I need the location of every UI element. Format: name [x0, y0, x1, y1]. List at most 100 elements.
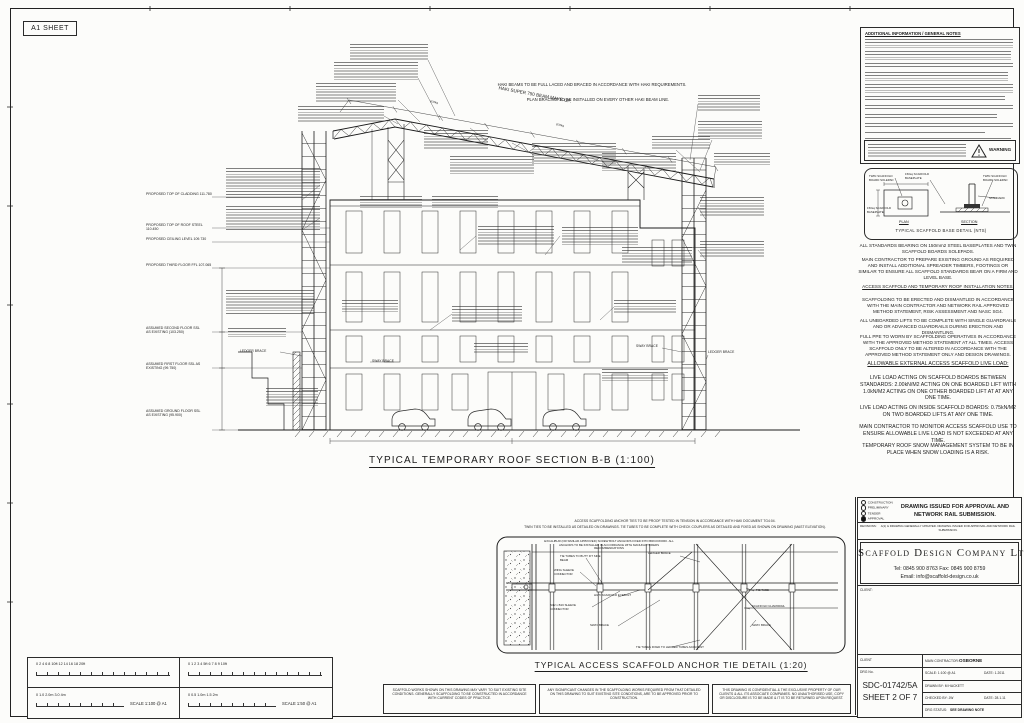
anchor-label: SWAY BRACE	[752, 623, 771, 627]
base-detail-baseplate-label: 150sq SCAFFOLD BASEPLATE	[867, 206, 892, 214]
status-statement: DRAWING ISSUED FOR APPROVAL AND NETWORK …	[900, 504, 1010, 519]
scale-bar-ruler	[188, 703, 276, 707]
drg-no-label: DRG No.	[860, 670, 874, 674]
level-label: PROPOSED TOP OF ROOF STEEL 110.450	[146, 223, 203, 232]
note-paragraph: FULL PPE TO WORN BY SCAFFOLDING OPERATIV…	[860, 334, 1016, 357]
note-paragraph: SCAFFOLDING TO BE ERECTED AND DISMANTLED…	[862, 297, 1014, 314]
anchor-label: HILTI SCAFFOLD EYEBOLT	[594, 593, 631, 597]
note-paragraph: LIVE LOAD ACTING ON SCAFFOLD BOARDS BETW…	[859, 375, 1017, 402]
warning-box: WARNING	[864, 140, 1016, 161]
note-paragraph: MAIN CONTRACTOR TO PREPARE EXISTING GROU…	[858, 257, 1018, 280]
sheet-format-label: A1 SHEET	[31, 25, 69, 32]
scale-bar-ruler	[36, 703, 124, 707]
note-paragraph: ALL STANDARDS BEARING ON 150mm2 STEEL BA…	[859, 243, 1017, 254]
anchor-label: TIE TUBES TO BUTT FIT SIDE BEAM	[560, 554, 601, 562]
radio-icon	[861, 510, 867, 517]
scale-bar-scale-label: SCALE 1:100 @ A1	[130, 701, 167, 706]
date-label: DATE: 1.2011	[984, 671, 1005, 675]
level-label: ASSUMED FIRST FLOOR SSL AS EXISTING (99.…	[146, 362, 201, 371]
radio-icon	[861, 505, 867, 511]
anchor-detail-title: TYPICAL ACCESS SCAFFOLD ANCHOR TIE DETAI…	[534, 660, 808, 672]
scale-bar-ruler	[188, 672, 322, 676]
anchor-label: M12 x B16 SLEEVE CONNECTOR	[550, 603, 576, 611]
base-detail-title: TYPICAL SCAFFOLD BASE DETAIL (NTS)	[895, 228, 987, 233]
date2-label: DATE: 28.1.11	[984, 696, 1006, 700]
anchor-note-2: TWIN TIES TO BE INSTALLED AS DETAILED ON…	[524, 525, 826, 529]
scale-bar-ruler	[36, 672, 170, 676]
status-option: PRELIMINARY	[867, 505, 889, 510]
revisions-label: REVISIONS:	[860, 524, 877, 528]
level-label: PROPOSED TOP OF CLADDING 111.780	[146, 192, 212, 196]
scale-bar-imperial-10: 0 1 2 3 4 5ft 6 7 8 9 10ft	[179, 657, 333, 689]
ledger-brace-label: LEDGER BRACE	[708, 350, 735, 354]
anchor-tie-detail	[496, 536, 846, 654]
scale-bar-metric-2: 0 0.5 1.0m 1.5 2m SCALE 1:50 @ A1	[179, 687, 333, 719]
parked-cars	[391, 408, 587, 431]
section-title: TYPICAL TEMPORARY ROOF SECTION B-B (1:10…	[369, 455, 655, 468]
disclaimer-works-vary: SCAFFOLD WORKS SHOWN ON THIS DRAWING MAY…	[383, 684, 536, 714]
drg-no-value: SDC-01742/5A	[862, 681, 918, 690]
scale-bar-ticks: 0 0.5 1.0m 1.5 2m	[188, 693, 218, 697]
note-paragraph: TEMPORARY ROOF SNOW MANAGEMENT SYSTEM TO…	[862, 443, 1014, 456]
base-detail-box: TWIN SCAFFOLD BOARD SOLEPAD 150sq SCAFFO…	[864, 168, 1018, 240]
scale-bar-ticks: 0 1.0 2.0m 3.0 4m	[36, 693, 66, 697]
base-detail-solepad-label: TWIN SCAFFOLD BOARD SOLEPAD	[983, 174, 1008, 182]
base-detail-plan-label: PLAN	[899, 220, 909, 224]
sheet-border	[10, 8, 1014, 717]
note-paragraph: LIVE LOAD ACTING ON INSIDE SCAFFOLD BOAR…	[860, 405, 1016, 418]
company-email: Email: info@scaffold-design.co.uk	[900, 574, 979, 580]
radio-selected-icon	[861, 516, 867, 522]
level-label: PROPOSED CEILING LEVEL 109.730	[146, 237, 207, 241]
border-ticks	[7, 6, 851, 603]
sway-brace-label: SWAY BRACE	[372, 359, 394, 363]
base-detail-section-label: SECTION	[961, 220, 978, 224]
haki-note-1: HAKI BEAMS TO BE FULL LACED AND BRACED I…	[497, 82, 687, 87]
note-paragraph: MAIN CONTRACTOR TO MONITOR ACCESS SCAFFO…	[859, 424, 1017, 444]
status-option-selected: APPROVAL	[867, 516, 885, 521]
client-label: CLIENT:	[860, 588, 873, 592]
anchor-note-1: ACCESS SCAFFOLDING ANCHOR TIES TO BE PRO…	[574, 519, 776, 523]
anchor-label: SWAY BRACE	[590, 623, 609, 627]
scale-bar-ticks: 0 2 4 6 8 10ft 12 14 16 18 20ft	[36, 662, 86, 666]
base-detail-solepad-label: TWIN SCAFFOLD BOARD SOLEPAD	[869, 174, 894, 182]
sway-brace-label: SWAY BRACE	[636, 344, 658, 348]
anchor-label: TIE TUBES FIXED TO LEDGER TUBES ADJACENT	[636, 645, 704, 649]
drg-status-label: DRG STATUS:	[925, 708, 948, 712]
general-notes-box: ADDITIONAL INFORMATION / GENERAL NOTES W…	[860, 27, 1020, 164]
sheet-format-box: A1 SHEET	[23, 21, 77, 36]
base-detail-standard-label: STANDARD	[989, 196, 1005, 200]
note-heading: ACCESS SCAFFOLD AND TEMPORARY ROOF INSTA…	[862, 284, 1014, 289]
anchor-label: WING SLEEVE CONNECTOR	[554, 568, 574, 576]
anchor-label: TIE TUBE	[756, 588, 769, 592]
level-label: ASSUMED GROUND FLOOR SSL AS EXISTING (95…	[146, 409, 201, 418]
company-name: Scaffold Design Company Ltd	[858, 547, 1024, 559]
drawing-status-box: CONSTRUCTION PRELIMINARY TENDER APPROVAL…	[857, 497, 1022, 527]
level-label: ASSUMED SECOND FLOOR SSL AS EXISTING (10…	[146, 326, 200, 335]
anchor-label: EXCALIBUR (OR SIMILAR APPROVED) SCREW BO…	[544, 539, 674, 551]
ledger-brace-label: LEDGER BRACE	[240, 349, 267, 353]
scale-label: SCALE: 1:100 @ A1	[925, 671, 956, 675]
radio-icon	[861, 500, 867, 506]
drg-status-value: SEE DRAWING NOTE	[950, 708, 985, 712]
anchor-label: SCAFFOLD GUARDRAIL	[752, 604, 786, 608]
drawing-info-table: CLIENT MAIN CONTRACTOR: OSBORNE DRG No. …	[857, 654, 1022, 718]
base-detail-mini	[876, 177, 1010, 217]
base-detail-baseplate-label: 150sq SCAFFOLD BASEPLATE	[905, 172, 930, 180]
client-cell-label: CLIENT	[860, 658, 872, 662]
warning-triangle-icon	[971, 144, 987, 158]
warning-label: WARNING	[989, 147, 1012, 152]
sheet-no-value: SHEET 2 OF 7	[862, 693, 918, 702]
haki-note-2: PLAN BRACING TO BE INSTALLED ON EVERY OT…	[526, 97, 670, 102]
drawn-by-label: DRAWN BY: M HACKETT	[925, 684, 965, 688]
scale-bar-imperial-20: 0 2 4 6 8 10ft 12 14 16 18 20ft	[27, 657, 181, 689]
scale-bar-ticks: 0 1 2 3 4 5ft 6 7 8 9 10ft	[188, 662, 227, 666]
company-box: Scaffold Design Company Ltd Tel: 0845 90…	[857, 539, 1024, 587]
revisions-text: A(1) & DRAWING GENERALLY UPDATED. DRAWIN…	[880, 524, 1016, 532]
disclaimer-confidential: THIS DRAWING IS CONFIDENTIAL & THE EXCLU…	[712, 684, 851, 714]
anchor-label: LEDGER BRACE	[648, 551, 671, 555]
main-contractor-value: OSBORNE	[959, 657, 983, 663]
scale-bar-scale-label: SCALE 1:50 @ A1	[282, 701, 317, 706]
main-contractor-label: MAIN CONTRACTOR:	[925, 659, 959, 663]
status-option: CONSTRUCTION	[867, 500, 893, 505]
